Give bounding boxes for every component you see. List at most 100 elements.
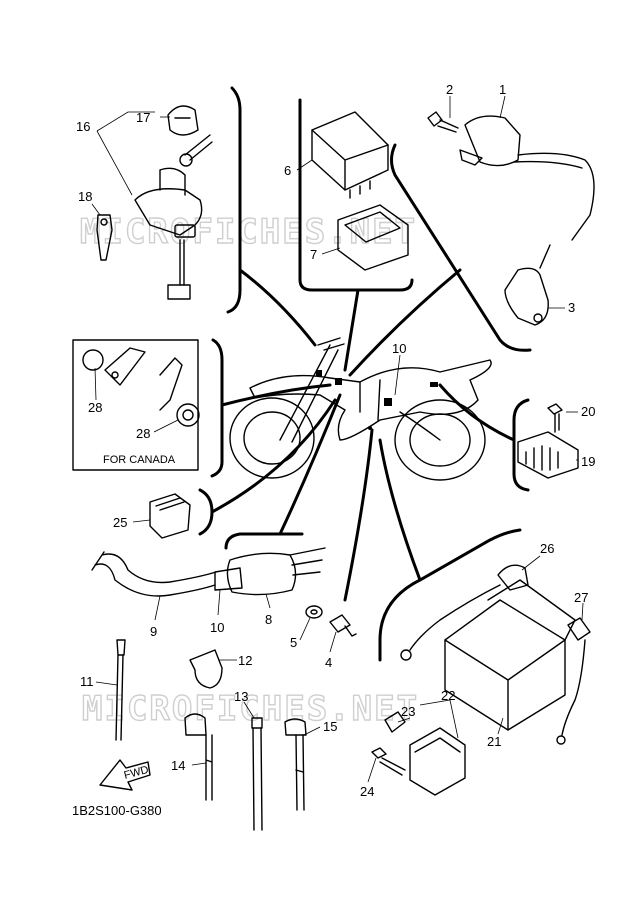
- callout-10b: 10: [210, 620, 224, 635]
- panel-bracket-canada: [210, 338, 224, 478]
- battery-cable-27: [556, 617, 591, 745]
- leader-15: [303, 726, 321, 736]
- cable-tie-11: [115, 639, 126, 741]
- panel-bracket-25: [198, 488, 214, 536]
- callout-6: 6: [284, 163, 291, 178]
- leader-5: [299, 617, 311, 641]
- leader-4: [329, 631, 337, 653]
- callout-26: 26: [540, 541, 554, 556]
- protector-tube-10: [214, 567, 243, 591]
- callout-3: 3: [568, 300, 575, 315]
- bolt-2: [427, 111, 459, 133]
- leader-26: [521, 555, 541, 571]
- callout-22: 22: [441, 688, 455, 703]
- callout-2: 2: [446, 82, 453, 97]
- canada-parts: [82, 347, 200, 427]
- forward-arrow-icon: FWD: [99, 759, 151, 791]
- key-blank-18: [96, 214, 113, 261]
- leader-14: [191, 762, 207, 766]
- spark-plug-cap-3: [504, 244, 551, 326]
- callout-18: 18: [78, 189, 92, 204]
- canada-option-box: [72, 339, 199, 471]
- leader-24: [367, 757, 377, 783]
- leader-ignition-coil: [348, 268, 462, 377]
- leader-main-switch: [238, 268, 317, 347]
- relay-6: [311, 111, 389, 199]
- leader-25: [132, 519, 151, 523]
- leader-16b: [96, 111, 155, 132]
- leader-21: [497, 717, 504, 735]
- callout-25: 25: [113, 515, 127, 530]
- callout-17: 17: [136, 110, 150, 125]
- leader-23: [397, 717, 411, 723]
- callout-28a: 28: [88, 400, 102, 415]
- clamp-12: [189, 649, 223, 689]
- leader-10b: [217, 589, 221, 616]
- leader-11: [95, 681, 118, 686]
- panel-bracket-main-switch: [226, 86, 242, 314]
- panel-bracket-battery: [378, 528, 522, 662]
- leader-battery: [378, 438, 422, 582]
- panel-bracket-rectifier: [512, 398, 530, 492]
- leader-25: [210, 398, 337, 514]
- leader-relay: [343, 288, 360, 372]
- callout-11: 11: [80, 674, 94, 689]
- callout-10a: 10: [392, 341, 406, 356]
- leader-22: [419, 699, 459, 739]
- callout-5: 5: [290, 635, 297, 650]
- callout-15: 15: [323, 719, 337, 734]
- callout-1: 1: [499, 82, 506, 97]
- watermark-top: MICROFICHES.NET: [80, 212, 417, 252]
- panel-bracket-ignition-coil: [390, 143, 532, 352]
- leader-28a: [94, 367, 97, 401]
- callout-9: 9: [150, 624, 157, 639]
- callout-21: 21: [487, 734, 501, 749]
- watermark-bottom: MICROFICHES.NET: [82, 689, 419, 729]
- leader-6: [296, 159, 313, 171]
- leader-9: [154, 595, 161, 621]
- wire-harness-9: [91, 551, 217, 597]
- callout-8: 8: [265, 612, 272, 627]
- callout-4: 4: [325, 655, 332, 670]
- callout-12: 12: [238, 653, 252, 668]
- callout-28b: 28: [136, 426, 150, 441]
- panel-bracket-wire-harness: [224, 532, 304, 550]
- diagram-code: 1B2S100-G380: [72, 803, 162, 818]
- washer-5: [305, 605, 323, 619]
- callout-7: 7: [310, 247, 317, 262]
- motorcycle-outline: [229, 337, 492, 481]
- band-15: [284, 718, 307, 811]
- leader-16a: [96, 130, 133, 196]
- leader-harness: [278, 393, 342, 536]
- callout-14: 14: [171, 758, 185, 773]
- relay-25: [149, 493, 191, 539]
- leader-rectifier: [438, 383, 516, 442]
- callout-16: 16: [76, 119, 90, 134]
- callout-23: 23: [401, 704, 415, 719]
- band-13: [251, 717, 263, 831]
- callout-13: 13: [234, 689, 248, 704]
- leader-1: [499, 95, 506, 119]
- wire-harness-cover-8: [226, 547, 326, 596]
- leader-8: [265, 593, 271, 609]
- battery-cable-26: [400, 564, 529, 661]
- leader-18: [91, 203, 101, 216]
- battery-21: [444, 579, 576, 731]
- callout-19: 19: [581, 454, 595, 469]
- leader-10a: [394, 354, 401, 396]
- leader-28b: [153, 419, 179, 433]
- bolt-20: [547, 403, 563, 433]
- relay-cover-7: [337, 204, 409, 271]
- leader-13: [243, 701, 255, 719]
- main-switch-assembly: [134, 105, 213, 300]
- sensor-4: [329, 614, 357, 637]
- callout-20: 20: [581, 404, 595, 419]
- leader-7: [321, 247, 341, 255]
- ignition-coil-1: [459, 115, 595, 241]
- battery-holder-22-23: [384, 711, 466, 796]
- band-14: [184, 713, 213, 801]
- callout-24: 24: [360, 784, 374, 799]
- rectifier-regulator-19: [517, 431, 579, 479]
- leader-27: [581, 602, 584, 621]
